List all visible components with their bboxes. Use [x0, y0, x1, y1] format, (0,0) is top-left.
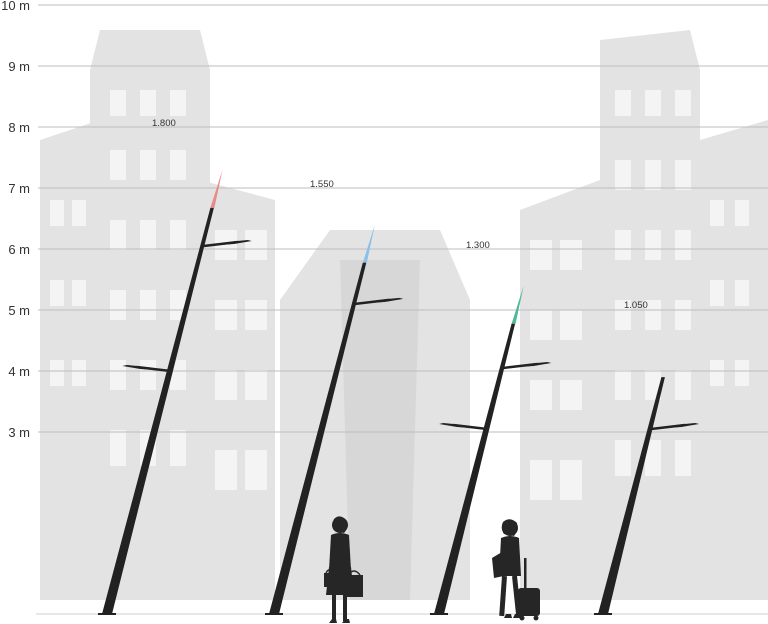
street-light-2: 1.550 — [265, 179, 404, 615]
luminaire-arm — [452, 423, 488, 431]
street-light-3: 1.300 — [430, 240, 552, 615]
luminaire-arm — [355, 298, 390, 306]
luminaire-arm — [203, 240, 238, 248]
pole-shaft — [269, 262, 367, 614]
woman-with-shopping-bags-figure — [324, 516, 363, 623]
pole-model-label: 1.800 — [152, 118, 176, 129]
woman-with-rolling-suitcase-figure — [492, 519, 540, 621]
street-light-4: 1.050 — [594, 300, 700, 615]
pole-color-tip — [362, 224, 375, 263]
scale-label-3m: 3 m — [8, 425, 30, 440]
scale-label-10m: 10 m — [1, 0, 30, 13]
building-windows — [50, 90, 749, 500]
pole-model-label: 1.300 — [466, 240, 490, 251]
pole-model-label: 1.050 — [624, 300, 648, 311]
pole-color-tip — [210, 169, 223, 208]
height-scale: 3 m 4 m 5 m 6 m 7 m 8 m 9 m 10 m — [1, 0, 768, 440]
pole-shaft — [434, 323, 516, 614]
luminaire-arm — [136, 365, 171, 373]
luminaire-arm — [650, 423, 686, 431]
scale-label-7m: 7 m — [8, 181, 30, 196]
pole-color-tip — [511, 285, 524, 324]
scale-label-9m: 9 m — [8, 59, 30, 74]
scale-label-6m: 6 m — [8, 242, 30, 257]
scale-label-5m: 5 m — [8, 303, 30, 318]
street-light-1: 1.800 — [98, 118, 252, 615]
pole-shaft — [102, 207, 214, 614]
street-light-poles: 1.800 1.550 1.300 1.050 — [98, 118, 700, 615]
scale-label-4m: 4 m — [8, 364, 30, 379]
scale-label-8m: 8 m — [8, 120, 30, 135]
pole-shaft — [598, 377, 665, 614]
luminaire-arm — [503, 362, 538, 370]
pole-model-label: 1.550 — [310, 179, 334, 190]
